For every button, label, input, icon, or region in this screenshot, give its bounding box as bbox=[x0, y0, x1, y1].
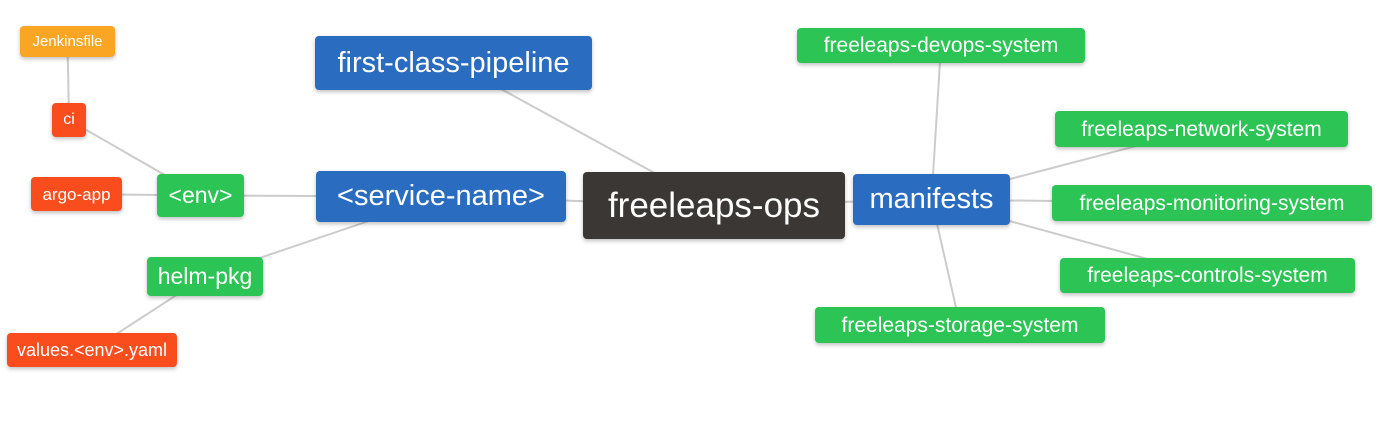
node-monitoring[interactable]: freeleaps-monitoring-system bbox=[1052, 185, 1372, 221]
node-env[interactable]: <env> bbox=[157, 174, 244, 217]
node-storage[interactable]: freeleaps-storage-system bbox=[815, 307, 1105, 343]
node-first-class-pipeline[interactable]: first-class-pipeline bbox=[315, 36, 592, 90]
node-ci[interactable]: ci bbox=[52, 103, 86, 137]
node-service-name[interactable]: <service-name> bbox=[316, 171, 566, 222]
node-manifests[interactable]: manifests bbox=[853, 174, 1010, 225]
node-argo-app[interactable]: argo-app bbox=[31, 177, 122, 211]
node-controls[interactable]: freeleaps-controls-system bbox=[1060, 258, 1355, 293]
node-jenkinsfile[interactable]: Jenkinsfile bbox=[20, 26, 115, 57]
node-devops[interactable]: freeleaps-devops-system bbox=[797, 28, 1085, 63]
node-values[interactable]: values.<env>.yaml bbox=[7, 333, 177, 367]
node-network[interactable]: freeleaps-network-system bbox=[1055, 111, 1348, 147]
node-helm-pkg[interactable]: helm-pkg bbox=[147, 257, 263, 296]
edge-manifests-devops bbox=[930, 45, 942, 200]
node-freeleaps-ops[interactable]: freeleaps-ops bbox=[583, 172, 845, 239]
